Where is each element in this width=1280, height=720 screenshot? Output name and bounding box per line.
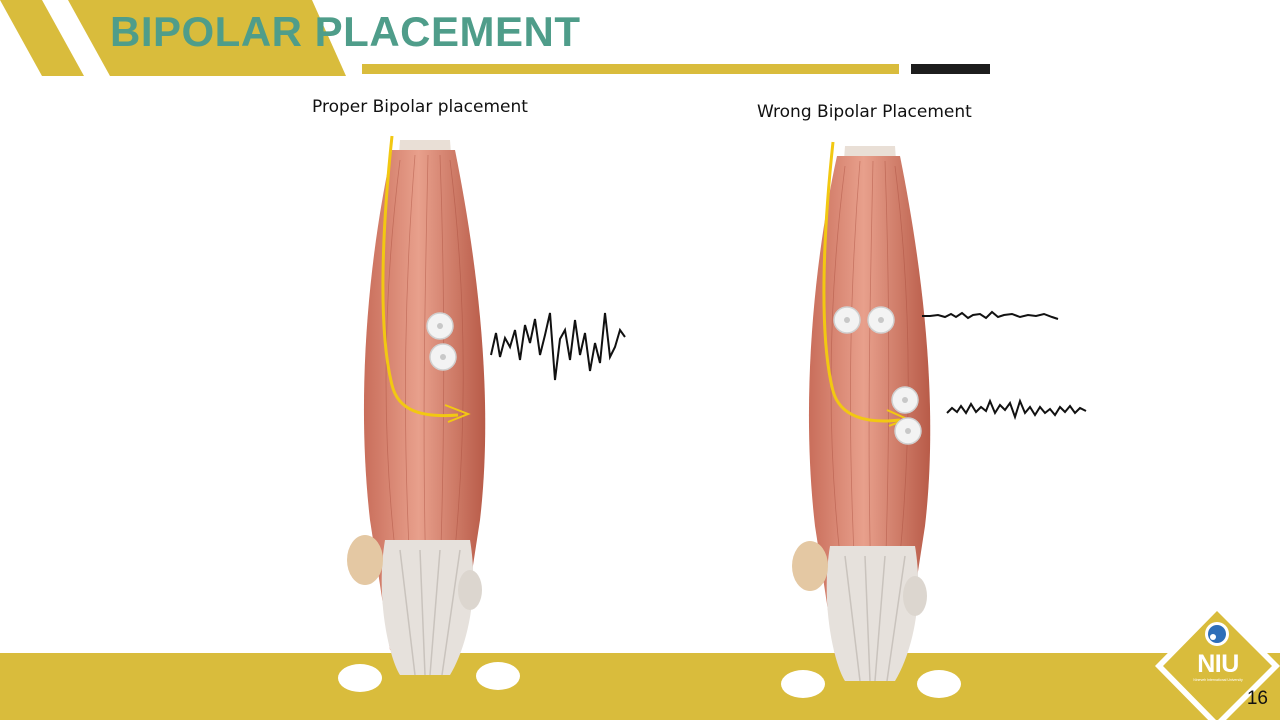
caption-proper-placement: Proper Bipolar placement xyxy=(312,97,528,117)
header-underline-dark xyxy=(911,64,990,74)
logo-text: NIU xyxy=(1197,650,1239,678)
caption-wrong-placement: Wrong Bipolar Placement xyxy=(757,102,972,122)
electrode-pair-wrong-near-nerve xyxy=(891,386,922,445)
university-emblem-icon xyxy=(1155,603,1280,720)
emg-signal-weak-bottom xyxy=(946,398,1087,421)
page-number: 16 xyxy=(1246,688,1268,709)
footer-band xyxy=(0,653,1280,720)
electrode-pair-wrong-horizontal xyxy=(833,306,895,334)
logo-subtitle: Nineveh International University xyxy=(1193,678,1243,682)
emg-signal-weak-top xyxy=(922,310,1059,320)
forearm-illustration-proper xyxy=(338,135,520,692)
header-underline-gold xyxy=(362,64,899,74)
header-decoration xyxy=(0,0,990,76)
electrode-pair-proper xyxy=(426,312,457,371)
emg-signal-strong xyxy=(490,312,626,381)
header-banner xyxy=(68,0,346,76)
header-stripe-left xyxy=(0,0,84,76)
forearm-illustration-wrong xyxy=(781,141,961,698)
slide-title: BIPOLAR PLACEMENT xyxy=(110,8,581,55)
